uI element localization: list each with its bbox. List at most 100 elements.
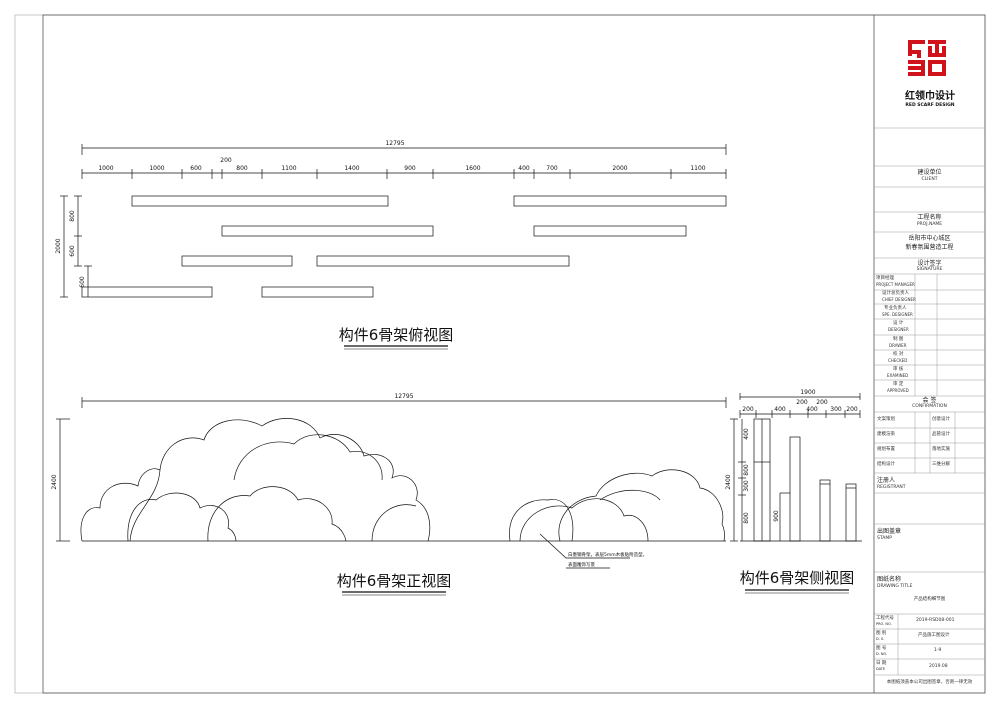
confirm-cell: 结构设计 <box>877 462 895 467</box>
side-post-2 <box>789 436 801 542</box>
segment-ticks <box>81 169 727 179</box>
top-view-labels: 12795 1000 1000 600 200 800 1100 1400 90… <box>55 140 706 288</box>
role-cn: 专业负责人 <box>884 306 907 311</box>
side-left-dim: 400 <box>743 428 750 440</box>
seg-label: 800 <box>236 165 248 172</box>
stamp-label-en: STAMP <box>877 536 892 541</box>
category-value: 产品施工图设计 <box>918 633 950 638</box>
brand-name-en: RED SCARF DESIGN <box>905 102 954 108</box>
role-en: PROJECT MANAGER <box>876 282 915 287</box>
side-view <box>730 393 862 542</box>
client-label-en: CLIENT <box>921 177 938 182</box>
outer-border <box>14 14 986 694</box>
cloud-outline-2 <box>127 492 237 542</box>
role-en: EXAMINED <box>887 373 909 378</box>
cloud-outline-5 <box>129 469 161 542</box>
top-view <box>60 144 727 298</box>
top-bar-7 <box>81 286 213 298</box>
role-en: DRAWER <box>889 343 907 348</box>
top-bar-6 <box>316 255 570 267</box>
seg-label: 1100 <box>690 165 705 172</box>
left-dim-label: 800 <box>69 210 76 222</box>
drawing-title-label-en: DRAWING TITLE <box>877 584 913 589</box>
role-cn: 设 计 <box>893 321 904 326</box>
role-cn: 制 图 <box>893 337 904 342</box>
date-label-cn: 日 期 <box>876 661 887 666</box>
confirm-cell: 规划布置 <box>877 447 895 452</box>
side-seg-label: 200 <box>796 399 808 406</box>
top-bar-3 <box>221 225 434 237</box>
seg-label: 1600 <box>465 165 480 172</box>
confirm-cell: 落地实施 <box>932 447 950 452</box>
role-en: CHIEF DESIGNER <box>882 297 916 302</box>
role-cn: 审 定 <box>893 382 904 387</box>
proj-no-label-en: PRO. NO. <box>876 622 892 626</box>
sheet-no-label-en: D. NO. <box>876 652 888 656</box>
side-seg-label: 400 <box>774 406 786 413</box>
front-view-title: 构件6骨架正视图 <box>337 572 452 590</box>
seg-label: 1400 <box>344 165 359 172</box>
role-cn: 审 核 <box>893 367 904 372</box>
seg-label: 400 <box>518 165 530 172</box>
side-left-dim: 800 <box>743 464 750 476</box>
left-dim-label: 600 <box>79 276 86 288</box>
role-en: SPE. DESIGNER <box>882 312 913 317</box>
side-left-dim: 300 <box>743 480 750 492</box>
sheet-no-value: 1-9 <box>934 648 942 653</box>
side-seg-label: 200 <box>816 399 828 406</box>
role-en: APPROVED <box>887 388 909 393</box>
signature-label-en: SIGNATURE <box>916 267 943 272</box>
top-bar-2 <box>513 195 727 207</box>
stamp-label-cn: 出图盖章 <box>877 528 902 535</box>
project-label-cn: 工程名称 <box>917 214 942 221</box>
cloud-outline-7 <box>519 498 649 542</box>
side-seg-label: 200 <box>846 406 858 413</box>
role-cn: 项目经理 <box>876 276 894 281</box>
project-line-2: 新春氛围营造工程 <box>905 244 954 251</box>
side-height-label: 2400 <box>725 474 732 489</box>
confirm-cell: 文案策划 <box>877 417 895 422</box>
seg-label: 1000 <box>98 165 113 172</box>
front-total-dim-label: 12795 <box>394 393 413 400</box>
role-cn: 校 对 <box>893 352 904 357</box>
front-height-label: 2400 <box>51 474 58 489</box>
front-note-line-1: 白墨钢骨架，表层5mm木板贴附造型， <box>568 551 647 558</box>
signature-label-cn: 设计签字 <box>917 260 942 267</box>
inner-border <box>42 14 986 694</box>
cloud-outline-10 <box>599 489 661 501</box>
side-view-labels: 1900 200 400 200 400 200 300 200 2400 40… <box>725 389 858 524</box>
date-label-en: DATE <box>876 667 886 671</box>
seg-label: 2000 <box>612 165 627 172</box>
brand-name-cn: 红领巾设计 <box>905 89 955 102</box>
seg-label: 1000 <box>149 165 164 172</box>
side-view-title: 构件6骨架侧视图 <box>740 569 855 587</box>
side-seg-label: 200 <box>742 406 754 413</box>
cloud-outline-1 <box>80 418 431 542</box>
proj-no-label-cn: 工程代号 <box>876 616 894 621</box>
top-bar-4 <box>533 225 687 237</box>
client-label-cn: 建设单位 <box>917 169 942 176</box>
seg-label: 900 <box>404 165 416 172</box>
registrant-label-en: REGISTRANT <box>877 485 906 490</box>
note-leader-line <box>539 533 630 559</box>
confirm-label-cn: 会 签 <box>922 397 937 404</box>
cloud-outline-9 <box>558 469 725 542</box>
footer-note: 本图纸须盖本公司出图签章，否则一律无效 <box>886 680 973 685</box>
top-bar-8 <box>261 286 374 298</box>
left-dim-label: 600 <box>69 245 76 257</box>
side-post-4 <box>845 483 857 542</box>
registrant-label-cn: 注册人 <box>877 477 896 484</box>
front-note-line-2: 表面雕饰写景 <box>568 561 595 568</box>
role-en: DESIGNER <box>888 327 909 332</box>
project-label-en: PROJ.NAME <box>916 222 943 227</box>
seg-label: 600 <box>190 165 202 172</box>
top-bar-5 <box>181 255 293 267</box>
front-view <box>56 397 727 569</box>
side-left-dim: 900 <box>773 510 780 522</box>
project-line-1: 岳阳市中心城区 <box>908 235 951 242</box>
cloud-outline-8 <box>509 499 574 542</box>
category-label-en: D. S. <box>876 637 885 641</box>
drawing-title-value: 产品结构细节图 <box>913 597 946 602</box>
